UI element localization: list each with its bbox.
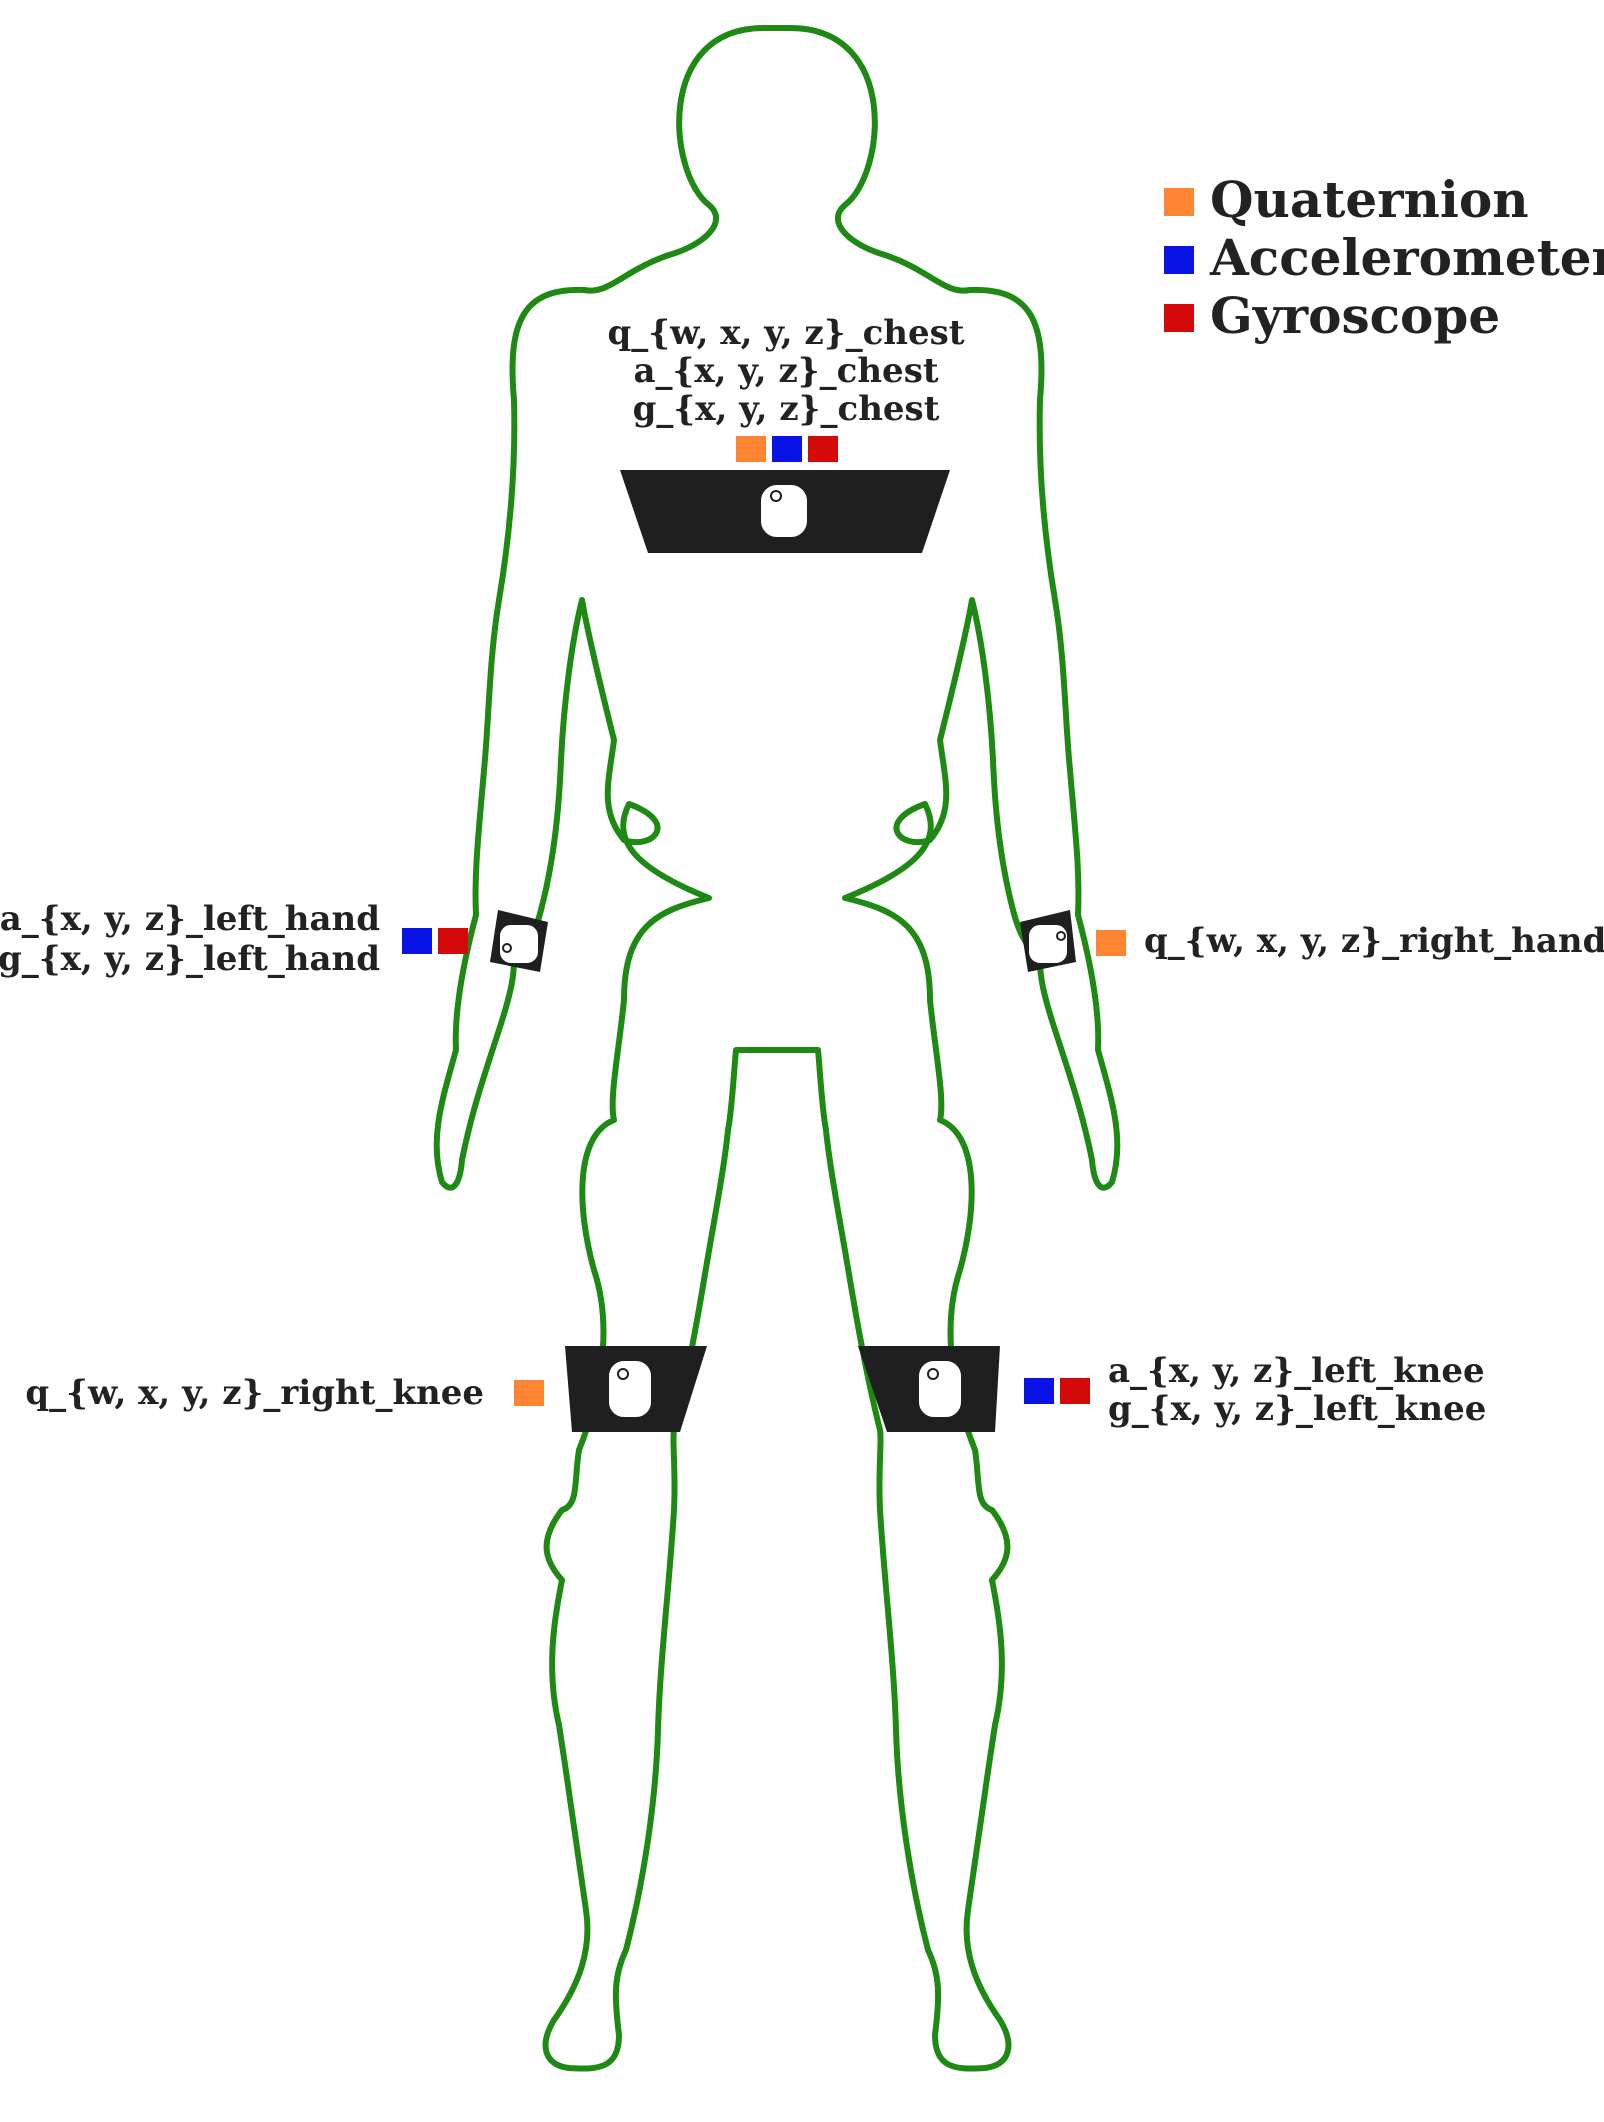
- left-knee-sensor-icon: [917, 1359, 963, 1419]
- chest-accelerometer-swatch: [772, 436, 802, 462]
- left-knee-gyroscope-swatch: [1060, 1378, 1090, 1404]
- right-knee-sensor-icon: [607, 1359, 653, 1419]
- legend-gyroscope-label: Gyroscope: [1210, 286, 1500, 345]
- legend-quaternion-swatch: [1164, 188, 1194, 216]
- left-hand-accelerometer-label: a_{x, y, z}_left_hand: [0, 899, 380, 939]
- legend-item-gyroscope: Gyroscope: [1164, 286, 1500, 345]
- right-hand-quaternion-swatch: [1096, 930, 1126, 956]
- legend-gyroscope-swatch: [1164, 304, 1194, 332]
- left-knee-accelerometer-label: a_{x, y, z}_left_knee: [1108, 1351, 1485, 1391]
- legend-item-quaternion: Quaternion: [1164, 170, 1529, 229]
- chest-gyroscope-label: g_{x, y, z}_chest: [633, 389, 940, 429]
- legend-accelerometer-swatch: [1164, 246, 1194, 274]
- left-hand-gyroscope-label: g_{x, y, z}_left_hand: [0, 939, 380, 979]
- legend-quaternion-label: Quaternion: [1210, 170, 1529, 229]
- chest-quaternion-swatch: [736, 436, 766, 462]
- chest-sensor-icon: [759, 483, 809, 539]
- left-hand-accelerometer-swatch: [402, 928, 432, 954]
- left-hand-sensor-icon: [498, 923, 540, 965]
- left-knee-accelerometer-swatch: [1024, 1378, 1054, 1404]
- right-knee-quaternion-label: q_{w, x, y, z}_right_knee: [25, 1373, 484, 1413]
- left-knee-gyroscope-label: g_{x, y, z}_left_knee: [1108, 1389, 1486, 1429]
- right-hand-sensor-icon: [1027, 923, 1069, 965]
- chest-quaternion-label: q_{w, x, y, z}_chest: [608, 313, 965, 353]
- left-knee-sensor-labels: a_{x, y, z}_left_knee g_{x, y, z}_left_k…: [1108, 1351, 1486, 1429]
- chest-sensor-labels: q_{w, x, y, z}_chest a_{x, y, z}_chest g…: [608, 313, 965, 429]
- legend-accelerometer-label: Accelerometer: [1209, 228, 1604, 287]
- left-hand-gyroscope-swatch: [438, 928, 468, 954]
- left-hand-channel-swatches: [402, 928, 468, 954]
- left-knee-channel-swatches: [1024, 1378, 1090, 1404]
- right-hand-sensor-labels: q_{w, x, y, z}_right_hand: [1144, 921, 1604, 961]
- legend: Quaternion Accelerometer Gyroscope: [1164, 170, 1604, 345]
- right-knee-channel-swatches: [514, 1380, 544, 1406]
- right-knee-sensor-labels: q_{w, x, y, z}_right_knee: [25, 1373, 484, 1413]
- chest-accelerometer-label: a_{x, y, z}_chest: [633, 351, 938, 391]
- chest-gyroscope-swatch: [808, 436, 838, 462]
- chest-channel-swatches: [736, 436, 838, 462]
- right-hand-quaternion-label: q_{w, x, y, z}_right_hand: [1144, 921, 1604, 961]
- right-hand-channel-swatches: [1096, 930, 1126, 956]
- legend-item-accelerometer: Accelerometer: [1164, 228, 1604, 287]
- left-hand-sensor-labels: a_{x, y, z}_left_hand g_{x, y, z}_left_h…: [0, 899, 380, 979]
- right-knee-quaternion-swatch: [514, 1380, 544, 1406]
